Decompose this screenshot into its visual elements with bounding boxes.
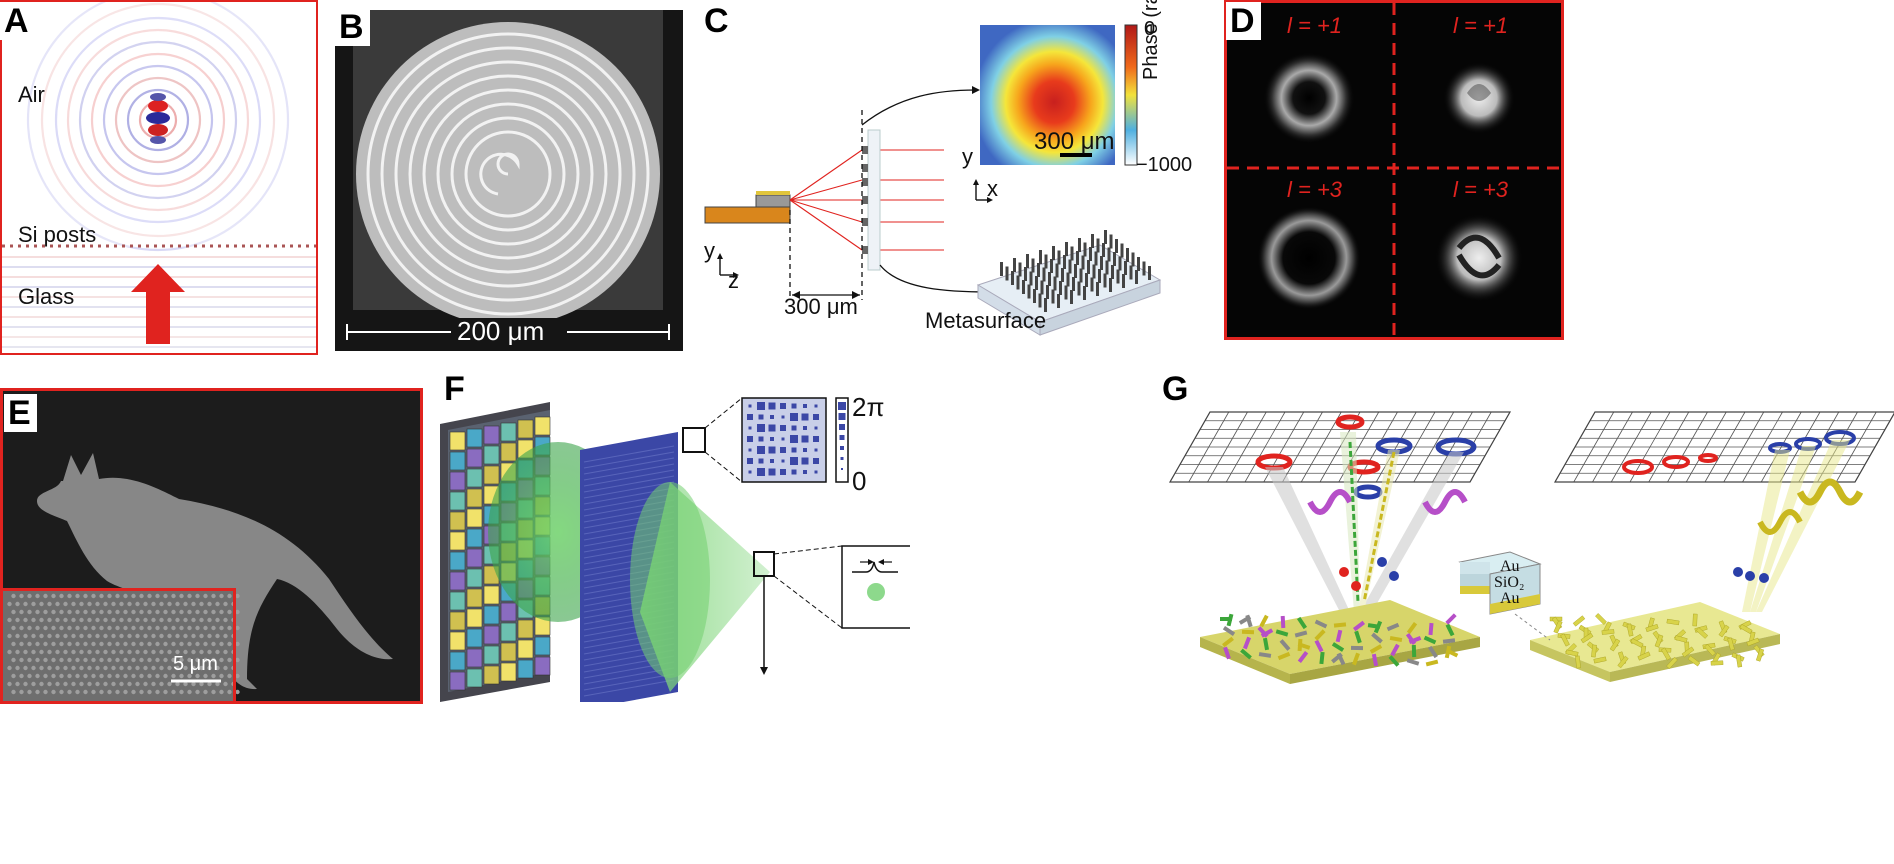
inset-frame [3,588,236,701]
air-label: Air [18,82,45,107]
vortex-beams [1227,3,1561,337]
panel-label-g: G [1162,370,1189,408]
scale-label-phase-map: 300 μm [1034,128,1115,155]
panel-f-schematic [440,397,925,710]
panel-d: l = +1 l = +1 l = +3 l = +3 [1224,0,1564,340]
glass-label: Glass [18,284,75,309]
si-posts-label: Si posts [18,222,97,247]
axis-y2-label: y [962,144,973,169]
vortex-l1-a: l = +1 [1287,13,1343,38]
panel-f: 2π 0 [440,372,925,710]
panel-label-b: B [335,8,370,46]
vortex-l1-b: l = +1 [1453,13,1509,38]
colorbar-top-label: 0 [1144,18,1156,40]
panel-b: 200 μm [335,10,683,351]
scalebar-label-e: 5 μm [173,653,218,675]
layer-au-top: Au [1500,558,1520,575]
panel-label-a: A [0,2,35,40]
phase-bar-bottom-label: 0 [852,466,867,496]
distance-label: 300 μm [784,294,858,319]
panel-g: Au SiO₂ Au [1160,372,1894,702]
panel-g-schematic [1168,411,1894,684]
metasurface-label: Metasurface [925,308,1047,333]
colorbar-bottom-label: −1000 [1136,154,1193,176]
panel-label-c: C [704,2,729,40]
axis-y-label: y [704,238,715,263]
vortex-l3-b: l = +3 [1453,177,1509,202]
panel-label-e: E [4,394,37,432]
panel-label-d: D [1226,2,1261,40]
panel-c: 300 μm 300 μm Metasurface 0 −1000 Phase … [700,0,1200,350]
axis-z-label: z [728,268,739,293]
axis-x-label: x [987,176,998,201]
spiral-image [346,10,670,348]
phase-bar-top-label: 2π [852,392,885,422]
kangaroo-image [3,453,393,701]
panel-label-f: F [444,370,465,408]
layer-sio2: SiO₂ [1494,574,1525,591]
colorbar-title: Phase (rad.) [1140,0,1162,80]
vortex-l3-a: l = +3 [1287,177,1343,202]
up-arrow-icon [131,264,185,344]
panel-c-schematic [704,24,1162,336]
panel-a-wavefield [2,2,316,348]
scalebar-label-b: 200 μm [457,316,545,346]
panel-e: 5 μm [0,388,423,704]
layer-au-bottom: Au [1500,590,1520,607]
panel-a: Air Si posts Glass [0,0,318,355]
